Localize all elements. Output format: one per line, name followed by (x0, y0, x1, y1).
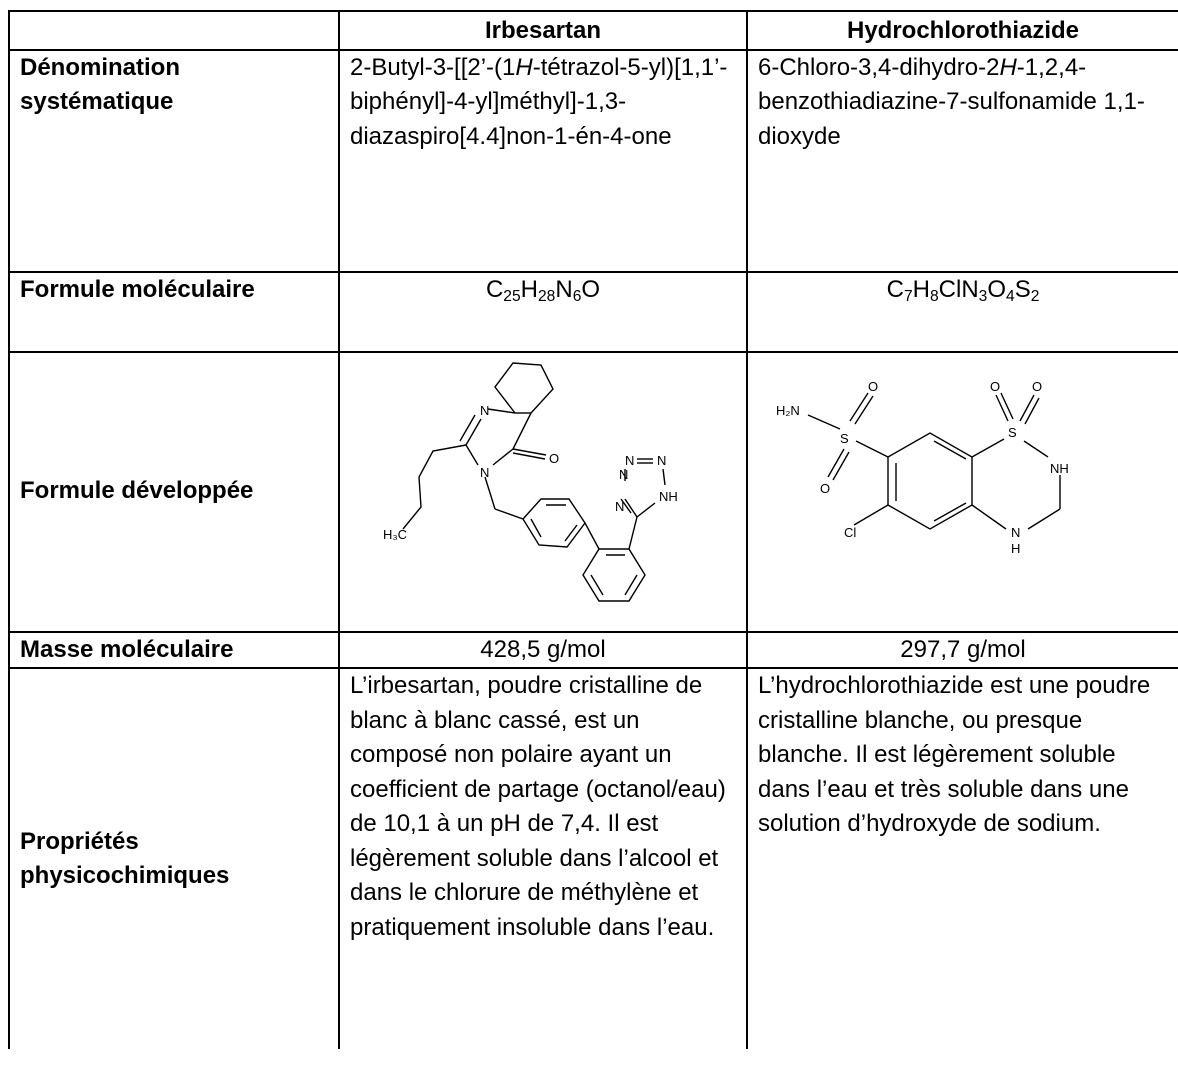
formula-sub: 2 (1030, 287, 1040, 305)
atom-label: O (990, 379, 1000, 394)
formula-part: O (581, 275, 601, 303)
irbesartan-mass: 428,5 g/mol (338, 630, 748, 669)
formula-part: N (555, 275, 573, 303)
formula-sub: 3 (978, 287, 988, 305)
header-hydrochlorothiazide: Hydrochlorothiazide (746, 10, 1178, 51)
text-part: 6-Chloro-3,4-dihydro-2 (758, 53, 1000, 81)
table-row-molecular-formula: Formule moléculaire C25H28N6O C7H8ClN3O4… (8, 270, 1178, 353)
atom-label: O (820, 481, 830, 496)
table-row-molecular-mass: Masse moléculaire 428,5 g/mol 297,7 g/mo… (8, 630, 1178, 669)
formula-sub: 4 (1006, 287, 1015, 305)
irbesartan-properties: L’irbesartan, poudre cristalline de blan… (338, 667, 748, 1049)
formula-sub: 25 (503, 287, 521, 305)
hydro-properties: L’hydrochlorothiazide est une poudre cri… (746, 667, 1178, 1049)
atom-label: N (625, 453, 634, 468)
atom-label: O (868, 379, 878, 394)
atom-label: NH (1050, 461, 1069, 476)
formula-sub: 8 (929, 287, 939, 305)
text-italic-part: H (999, 53, 1017, 81)
hydrochlorothiazide-structure-diagram: H₂N S O O Cl S O O NH N H (776, 379, 1069, 556)
table-row-physicochemical: Propriétés physicochimiques L’irbesartan… (8, 667, 1178, 1049)
atom-label: Cl (844, 525, 856, 540)
atom-label: N (619, 467, 628, 482)
atom-label: O (1032, 379, 1042, 394)
formula-part: C (485, 275, 504, 303)
atom-label: N (1011, 525, 1020, 540)
formula-part: O (987, 275, 1007, 303)
atom-label: N (480, 403, 489, 418)
row-label-line: physicochimiques (20, 862, 230, 889)
table-row-structural-formula: Formule développée (8, 350, 1178, 633)
header-empty-cell (8, 10, 340, 51)
atom-label: O (549, 451, 559, 466)
hydro-structure-cell: H₂N S O O Cl S O O NH N H (746, 350, 1178, 633)
atom-label: S (840, 431, 849, 446)
table-row-systematic-name: Dénomination systématique 2-Butyl-3-[[2’… (8, 48, 1178, 273)
formula-part: S (1014, 275, 1031, 303)
atom-label: H (1011, 541, 1020, 556)
row-label-line: Dénomination (20, 53, 180, 81)
row-label-physicochemical: Propriétés physicochimiques (8, 667, 340, 1049)
formula-sub: 6 (572, 287, 582, 305)
atom-label: H₂N (776, 403, 800, 418)
atom-label: N (480, 465, 489, 480)
atom-label: N (615, 499, 624, 514)
row-label-line: systématique (20, 88, 174, 115)
text-part: -tétrazol-5-yl)[1,1’-biphényl]-4-yl]méth… (350, 53, 728, 150)
hydro-formula: C7H8ClN3O4S2 (746, 270, 1178, 353)
atom-label: S (1008, 425, 1017, 440)
row-label-systematic-name: Dénomination systématique (8, 48, 340, 273)
header-row: Irbesartan Hydrochlorothiazide (8, 10, 1178, 51)
row-label-structural-formula: Formule développée (8, 350, 340, 633)
formula-part: H (520, 275, 538, 303)
row-label-molecular-mass: Masse moléculaire (8, 630, 340, 669)
formula-part: C (886, 275, 904, 303)
row-label-molecular-formula: Formule moléculaire (8, 270, 340, 353)
row-label-line: Propriétés (20, 827, 139, 855)
formula-part: ClN (938, 275, 979, 303)
irbesartan-structure-cell: N N O H₃C N N N N NH (338, 350, 748, 633)
text-italic-part: H (515, 53, 533, 81)
formula-part: H (912, 275, 930, 303)
header-irbesartan: Irbesartan (338, 10, 748, 51)
formula-sub: 7 (903, 287, 913, 305)
text-part: 2-Butyl-3-[[2’-(1 (350, 53, 516, 81)
irbesartan-systematic-name: 2-Butyl-3-[[2’-(1H-tétrazol-5-yl)[1,1’-b… (338, 48, 748, 273)
atom-label: N (657, 453, 666, 468)
text-part: -1,2,4-benzothiadiazine-7-sulfonamide 1,… (758, 53, 1145, 150)
atom-label: H₃C (383, 527, 407, 542)
hydro-mass: 297,7 g/mol (746, 630, 1178, 669)
properties-table: Irbesartan Hydrochlorothiazide Dénominat… (8, 10, 1178, 1049)
hydro-systematic-name: 6-Chloro-3,4-dihydro-2H-1,2,4-benzothiad… (746, 48, 1178, 273)
irbesartan-structure-diagram: N N O H₃C N N N N NH (383, 361, 678, 602)
formula-sub: 28 (537, 287, 556, 305)
irbesartan-formula: C25H28N6O (338, 270, 748, 353)
atom-label: NH (659, 489, 678, 504)
